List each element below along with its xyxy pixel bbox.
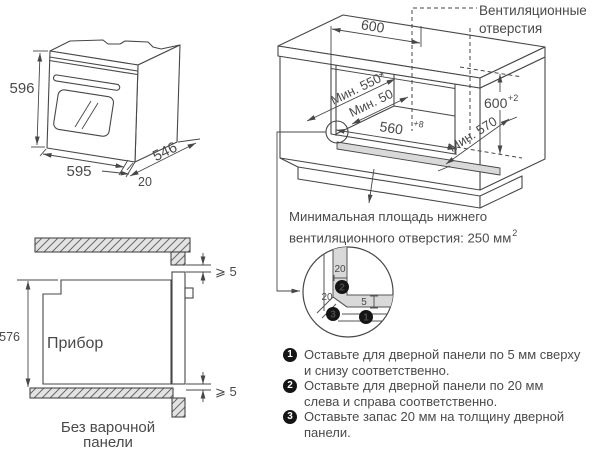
vent-note: Минимальная площадь нижнего вентиляционн… [289,208,517,246]
oven-height-label: 596 [9,80,34,97]
niche-height-label: 600 [484,95,508,111]
niche-width-tol: +8 [413,118,425,129]
section-handle [184,287,194,299]
detail-wall-thickness: 20 [334,264,346,275]
section-appliance-body [42,279,172,385]
caption-line2: панели [83,434,133,450]
section-bottom-beam [29,387,174,399]
detail-side-gap: 20 [321,292,333,303]
gap-bottom-label: ⩾ 5 [215,384,237,399]
note-badge: 3 [283,410,297,424]
caption-line1: Без варочной [60,419,156,436]
cabinet-dimensions [306,26,518,172]
oven-handle [52,74,121,91]
detail-drawing: 20 20 5 2 3 1 [302,246,394,338]
section-height-label: 576 [0,330,20,344]
counter-right-face [479,46,546,89]
svg-text:2: 2 [339,283,345,294]
oven-drawing [46,39,181,163]
gap-top-label: ⩾ 5 [215,264,237,279]
section-door-panel [171,271,186,385]
vent-note-line2: вентиляционного отверстия: 250 мм2 [289,227,518,245]
cabinet-top-width-label: 600 [360,16,386,35]
callout [276,120,375,294]
vent-note-arrow [367,168,375,204]
oven-dimensions [31,50,201,178]
niche-width-label: 560 [379,118,405,137]
section-top-block [170,251,186,266]
vent-note-line1: Минимальная площадь нижнего [289,209,488,224]
niche-top-inner [330,68,456,89]
niche-height-tol: +2 [508,93,518,103]
appliance-label: Прибор [47,335,103,352]
vent-note-sup: 2 [512,227,518,238]
section-labels: 576 Прибор ⩾ 5 ⩾ 5 [0,264,237,399]
section-drawing [29,237,194,418]
vent-label-line1: Вентиляционные [479,3,587,18]
svg-text:3: 3 [330,310,336,321]
notes-list: 1 Оставьте для дверной панели по 5 мм све… [283,347,580,440]
note-item: 1 Оставьте для дверной панели по 5 мм све… [283,347,580,378]
section-caption: Без варочной панели [28,420,188,450]
svg-text:1: 1 [363,313,369,324]
detail-door-gap: 5 [361,297,367,308]
section-dimensions [17,253,211,402]
note-badge: 2 [283,379,297,393]
note-item: 3 Оставьте запас 20 мм на толщину дверной… [283,409,580,440]
section-bottom-block [171,397,186,418]
callout-leader [276,131,326,294]
cabinet-plinth-right [479,175,523,209]
detail-badges: 2 3 1 [326,280,373,324]
oven-door-depth-label: 20 [138,175,152,189]
vent-label-line2: отверстия [479,21,542,36]
oven-width-label: 595 [66,163,91,180]
window-shine [74,100,92,128]
note-text: Оставьте для дверной панели по 5 мм свер… [304,347,581,378]
note-badge: 1 [283,348,297,362]
section-countertop [34,237,191,253]
window-shine [81,102,99,130]
